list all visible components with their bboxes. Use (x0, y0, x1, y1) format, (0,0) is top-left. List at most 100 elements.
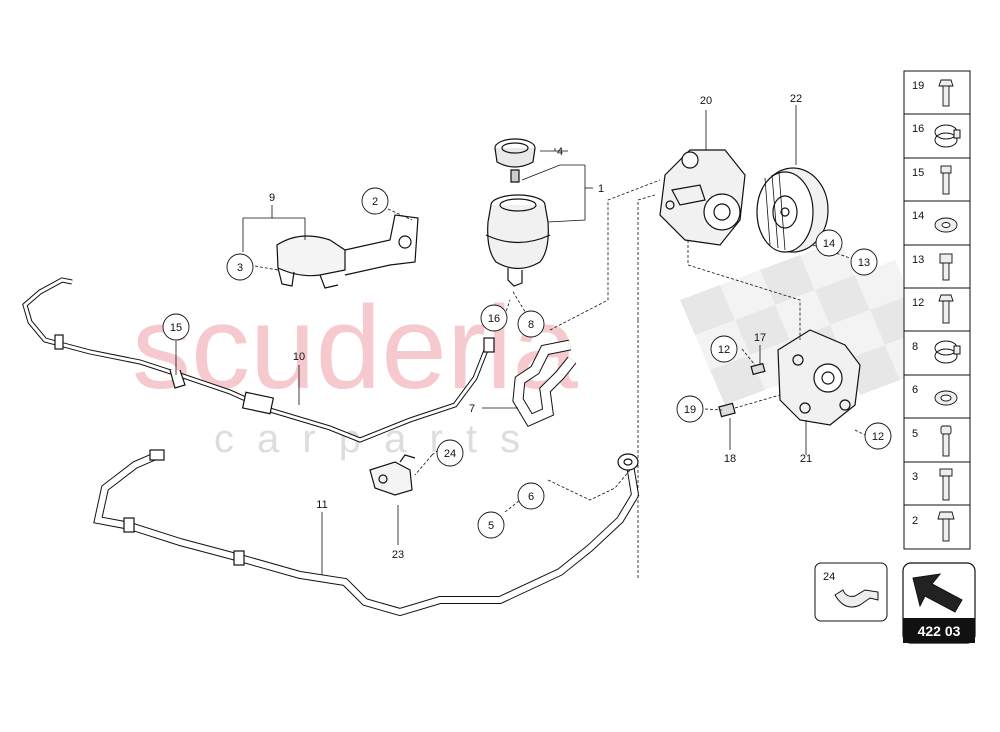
bolt-flange-icon (938, 79, 954, 107)
watermark-brand: scuderia (132, 282, 578, 414)
svg-text:13: 13 (858, 257, 870, 269)
callout-22[interactable]: 22 (790, 93, 802, 105)
legend-row-13[interactable]: 13 (912, 253, 953, 281)
svg-text:10: 10 (293, 351, 305, 363)
callout-4[interactable]: 4 (557, 146, 563, 158)
page-code: 422 03 (918, 623, 961, 639)
legend-row-19[interactable]: 19 (912, 79, 954, 107)
callout-23[interactable]: 23 (392, 549, 404, 561)
pump-drawing (659, 149, 746, 246)
nut-bolt-icon (939, 253, 953, 281)
svg-text:9: 9 (269, 192, 275, 204)
svg-text:2: 2 (372, 196, 378, 208)
svg-text:12: 12 (872, 431, 884, 443)
svg-text:5: 5 (488, 520, 494, 532)
svg-text:16: 16 (488, 313, 500, 325)
callout-10[interactable]: 10 (293, 351, 305, 363)
page-nav-box[interactable]: 422 03 (902, 562, 976, 644)
svg-text:8: 8 (912, 341, 918, 353)
svg-text:5: 5 (912, 428, 918, 440)
callout-11[interactable]: 11 (316, 499, 327, 511)
legend-row-15[interactable]: 15 (912, 165, 952, 195)
washer-icon (934, 390, 958, 406)
pulley-drawing (756, 167, 829, 253)
legend-column: 19 16 15 14 13 (903, 70, 971, 550)
svg-text:20: 20 (700, 95, 712, 107)
svg-text:1: 1 (598, 183, 604, 195)
legend-row-16[interactable]: 16 (912, 123, 961, 148)
svg-text:7: 7 (469, 403, 475, 415)
svg-text:12: 12 (718, 344, 730, 356)
callout-24[interactable]: 24 (436, 439, 464, 467)
bracket-23-drawing (369, 454, 416, 496)
leader-lines (175, 105, 866, 580)
legend-row-8[interactable]: 8 (912, 340, 961, 364)
callout-2[interactable]: 2 (361, 187, 389, 215)
legend-row-12[interactable]: 12 (912, 294, 954, 324)
callout-12-upper[interactable]: 12 (710, 335, 738, 363)
svg-text:2: 2 (912, 515, 918, 527)
callout-13[interactable]: 13 (850, 248, 878, 276)
pipe-10-drawing (22, 277, 495, 443)
svg-text:8: 8 (528, 319, 534, 331)
small-parts (718, 362, 766, 418)
callout-19[interactable]: 19 (676, 395, 704, 423)
callout-1[interactable]: 1 (598, 183, 604, 195)
callout-15[interactable]: 15 (162, 313, 190, 341)
callout-9[interactable]: 9 (269, 192, 275, 204)
svg-text:12: 12 (912, 297, 924, 309)
svg-text:6: 6 (528, 491, 534, 503)
svg-text:19: 19 (912, 80, 924, 92)
svg-text:3: 3 (912, 471, 918, 483)
callout-17[interactable]: 17 (754, 332, 766, 344)
svg-text:15: 15 (170, 322, 182, 334)
watermark-tagline: c a r p a r t s (214, 417, 526, 461)
svg-text:11: 11 (316, 499, 327, 511)
bracket-drawing (276, 214, 419, 289)
clip-24-box[interactable]: 24 (814, 562, 888, 622)
svg-text:4: 4 (557, 146, 563, 158)
callout-18[interactable]: 18 (724, 453, 736, 465)
callout-14[interactable]: 14 (815, 229, 843, 257)
svg-text:16: 16 (912, 123, 924, 135)
callout-5[interactable]: 5 (477, 511, 505, 539)
bolt-hex-icon (940, 165, 952, 195)
clip-icon (834, 589, 879, 608)
washer-icon (934, 217, 958, 233)
callout-20[interactable]: 20 (700, 95, 712, 107)
svg-text:24: 24 (823, 571, 835, 583)
svg-text:15: 15 (912, 167, 924, 179)
bolt-flange-icon (937, 511, 955, 542)
legend-row-3[interactable]: 3 (912, 468, 953, 501)
parts (22, 138, 861, 617)
bolt-plain-icon (940, 425, 952, 457)
reservoir-cap-drawing (494, 138, 536, 183)
legend-row-2[interactable]: 2 (912, 511, 955, 542)
svg-text:23: 23 (392, 549, 404, 561)
arrow-up-left-icon (912, 573, 963, 613)
callout-12-lower[interactable]: 12 (864, 422, 892, 450)
callouts: 1 2 3 4 5 6 7 8 9 10 11 12 12 13 14 15 1… (162, 93, 892, 561)
svg-text:14: 14 (912, 210, 924, 222)
callout-16[interactable]: 16 (480, 304, 508, 332)
svg-text:19: 19 (684, 404, 696, 416)
bracket-21-drawing (777, 329, 861, 426)
callout-7[interactable]: 7 (469, 403, 475, 415)
reservoir-drawing (485, 194, 551, 287)
bolt-flange-icon (938, 294, 954, 324)
pipe-11-drawing (93, 449, 640, 617)
callout-21[interactable]: 21 (800, 453, 812, 465)
legend-row-14[interactable]: 14 (912, 210, 958, 233)
legend-row-5[interactable]: 5 (912, 425, 952, 457)
svg-text:13: 13 (912, 254, 924, 266)
svg-text:22: 22 (790, 93, 802, 105)
callout-8[interactable]: 8 (517, 310, 545, 338)
legend-row-6[interactable]: 6 (912, 384, 958, 406)
callout-3[interactable]: 3 (226, 253, 254, 281)
svg-text:6: 6 (912, 384, 918, 396)
hose-7-drawing (512, 339, 577, 428)
hose-clamp-icon (934, 124, 961, 148)
svg-text:21: 21 (800, 453, 812, 465)
callout-6[interactable]: 6 (517, 482, 545, 510)
